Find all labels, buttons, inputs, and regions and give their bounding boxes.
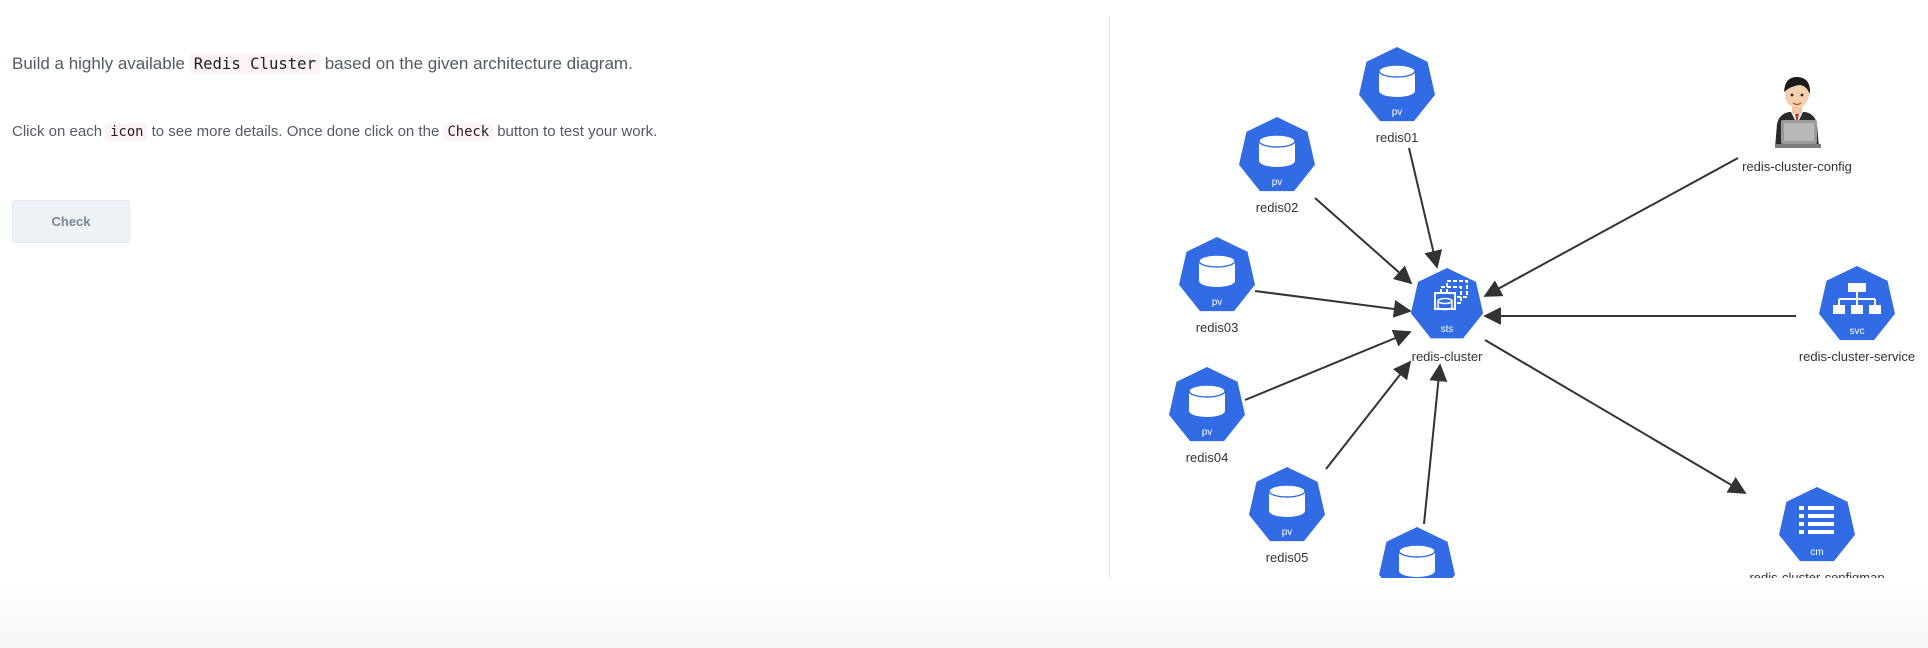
edges xyxy=(1244,147,1796,525)
node-badge: pv xyxy=(1412,587,1423,598)
node-badge: cm xyxy=(1810,547,1823,558)
node-redis06[interactable]: pv redis06 xyxy=(1379,527,1455,625)
edge-redis01-to-sts xyxy=(1408,147,1443,269)
node-label: redis-cluster xyxy=(1412,349,1483,364)
code-check: Check xyxy=(443,123,494,141)
code-redis-cluster: Redis Cluster xyxy=(189,53,320,74)
database-icon xyxy=(1198,254,1236,288)
node-label: redis03 xyxy=(1196,320,1239,335)
check-button[interactable]: Check xyxy=(12,200,130,243)
configmap-icon xyxy=(1799,506,1834,534)
node-redis05[interactable]: pv redis05 xyxy=(1249,467,1325,565)
edge-redis05-to-sts xyxy=(1325,360,1412,470)
edge-config-to-sts xyxy=(1483,157,1739,297)
node-label: redis06 xyxy=(1396,610,1439,625)
node-redis-cluster-config[interactable]: redis-cluster-config xyxy=(1742,76,1852,174)
edge-sts-to-configmap xyxy=(1484,339,1747,494)
edge-redis04-to-sts xyxy=(1244,329,1412,401)
node-badge: pv xyxy=(1392,107,1403,118)
node-redis02[interactable]: pv redis02 xyxy=(1239,117,1315,215)
node-badge: pv xyxy=(1202,427,1213,438)
instruction-text: button to test your work. xyxy=(497,123,658,140)
node-label: redis04 xyxy=(1186,450,1229,465)
statefulset-icon xyxy=(1434,280,1468,311)
edge-redis02-to-sts xyxy=(1314,197,1413,285)
instructions-panel: Build a highly available Redis Cluster b… xyxy=(12,53,658,243)
service-icon xyxy=(1833,283,1881,314)
node-redis01[interactable]: pv redis01 xyxy=(1359,47,1435,145)
node-label: redis-cluster-config xyxy=(1742,159,1852,174)
database-icon xyxy=(1378,64,1416,98)
database-icon xyxy=(1188,384,1226,418)
node-label: redis02 xyxy=(1256,200,1299,215)
node-label: redis-cluster-service xyxy=(1799,349,1915,364)
node-redis03[interactable]: pv redis03 xyxy=(1179,237,1255,335)
database-icon xyxy=(1258,134,1296,168)
instruction-text: Click on each xyxy=(12,123,103,140)
node-redis04[interactable]: pv redis04 xyxy=(1169,367,1245,465)
node-badge: pv xyxy=(1282,527,1293,538)
database-icon xyxy=(1268,484,1306,518)
node-label: redis05 xyxy=(1266,550,1309,565)
node-label: redis-cluster-configmap xyxy=(1749,570,1884,585)
code-icon: icon xyxy=(106,123,148,141)
instruction-text: based on the given architecture diagram. xyxy=(324,54,633,73)
node-redis-cluster-service[interactable]: svc redis-cluster-service xyxy=(1799,266,1915,364)
edge-redis06-to-sts xyxy=(1423,363,1448,525)
instruction-text-2: Click on each icon to see more details. … xyxy=(12,123,658,141)
instruction-text: Build a highly available xyxy=(12,54,185,73)
instruction-text-1: Build a highly available Redis Cluster b… xyxy=(12,53,633,74)
node-redis-cluster[interactable]: sts redis-cluster xyxy=(1410,267,1484,364)
user-laptop-icon xyxy=(1775,76,1821,148)
edge-redis03-to-sts xyxy=(1254,290,1412,318)
node-badge: pv xyxy=(1272,177,1283,188)
node-badge: pv xyxy=(1212,297,1223,308)
database-icon xyxy=(1398,544,1436,578)
node-label: redis01 xyxy=(1376,130,1419,145)
instruction-text: to see more details. Once done click on … xyxy=(151,123,440,140)
node-redis-cluster-configmap[interactable]: cm redis-cluster-configmap xyxy=(1749,487,1885,585)
node-badge: svc xyxy=(1850,326,1865,337)
panel-divider xyxy=(1109,16,1110,648)
node-badge: sts xyxy=(1441,324,1454,335)
